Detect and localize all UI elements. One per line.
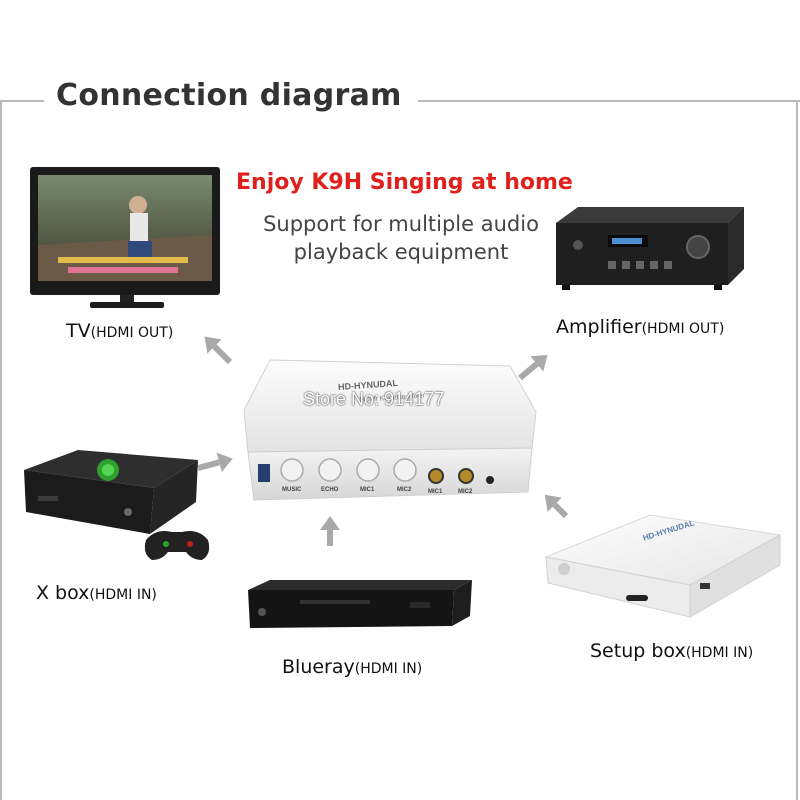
jack-label-mic2: MIC2	[458, 489, 473, 495]
karaoke-mixer: HDMI Karaoke Mixer HD-HYNUDAL MUSIC ECHO…	[240, 352, 540, 512]
amplifier-name: Amplifier	[556, 316, 642, 338]
frame-left	[0, 100, 2, 800]
knob-label-mic1: MIC1	[360, 487, 375, 493]
amplifier-port: (HDMI OUT)	[641, 321, 725, 337]
tv-name: TV	[66, 320, 91, 342]
tv-port: (HDMI OUT)	[90, 325, 174, 341]
arrow-to-amplifier-icon	[518, 354, 548, 381]
arrow-from-xbox-icon	[197, 452, 233, 472]
amplifier-image	[556, 207, 744, 290]
xbox-label: X box(HDMI IN)	[36, 582, 157, 604]
diagram-title: Connection diagram	[56, 78, 402, 113]
amplifier-label: Amplifier(HDMI OUT)	[556, 316, 724, 338]
xbox-port: (HDMI IN)	[89, 587, 157, 603]
blueray-port: (HDMI IN)	[354, 661, 423, 677]
frame-right	[796, 100, 798, 800]
store-watermark: Store No: 914177	[303, 389, 445, 409]
mixer-body-image: HDMI Karaoke Mixer	[243, 359, 537, 501]
blueray-name: Blueray	[282, 656, 355, 678]
frame-top-left	[0, 100, 44, 102]
subtitle-line2: playback equipment	[293, 240, 509, 264]
svg-text:HDMI Karaoke Mixer: HDMI Karaoke Mixer	[360, 392, 426, 404]
setup-box-port: (HDMI IN)	[685, 645, 754, 661]
knob-label-echo: ECHO	[321, 487, 339, 493]
arrow-from-blueray-icon	[320, 516, 340, 546]
setup-box-label: Setup box(HDMI IN)	[590, 640, 753, 662]
jack-label-mic1: MIC1	[428, 489, 443, 495]
blueray-label: Blueray(HDMI IN)	[282, 656, 422, 678]
arrow-from-setup-box-icon	[544, 494, 569, 519]
blueray-image	[248, 580, 472, 628]
arrow-to-tv-icon	[204, 336, 233, 365]
tv-label: TV(HDMI OUT)	[66, 320, 173, 342]
knob-label-mic2: MIC2	[397, 487, 412, 493]
setup-box-name: Setup box	[590, 640, 686, 662]
headline: Enjoy K9H Singing at home	[236, 170, 573, 195]
setup-box-image	[544, 514, 782, 618]
subtitle-line1: Support for multiple audio	[263, 212, 539, 236]
xbox-image	[24, 450, 210, 560]
xbox-name: X box	[36, 582, 90, 604]
knob-label-music: MUSIC	[282, 487, 302, 493]
frame-top-right	[418, 100, 800, 102]
tv-image	[30, 167, 220, 308]
